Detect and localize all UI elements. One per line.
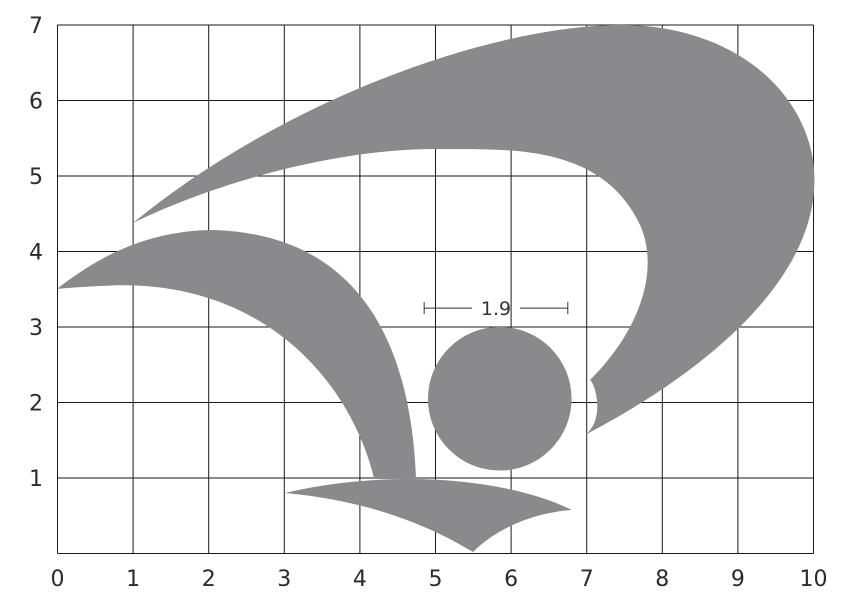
axis-labels: 0 1 2 3 4 5 6 7 8 9 10 1 2 3 4 5 6 7 xyxy=(29,14,828,592)
x-tick-label: 9 xyxy=(731,567,745,592)
y-tick-label: 1 xyxy=(29,467,43,492)
x-tick-label: 10 xyxy=(800,567,828,592)
x-tick-label: 2 xyxy=(202,567,216,592)
left-swoosh-shape xyxy=(57,230,416,478)
bottom-wedge-shape xyxy=(285,478,572,552)
center-circle-shape xyxy=(427,326,572,471)
x-tick-label: 0 xyxy=(51,567,65,592)
y-tick-label: 7 xyxy=(29,14,43,39)
y-tick-label: 5 xyxy=(29,165,43,190)
y-tick-label: 4 xyxy=(29,241,43,266)
y-tick-label: 6 xyxy=(29,90,43,115)
x-tick-label: 3 xyxy=(277,567,291,592)
dimension-marker: 1.9 xyxy=(423,298,569,320)
x-tick-label: 7 xyxy=(580,567,594,592)
dimension-label: 1.9 xyxy=(481,298,511,320)
x-tick-label: 4 xyxy=(353,567,367,592)
y-tick-label: 2 xyxy=(29,392,43,417)
y-tick-label: 3 xyxy=(29,316,43,341)
x-tick-label: 8 xyxy=(655,567,669,592)
upper-swoosh-shape xyxy=(133,24,815,435)
x-tick-label: 1 xyxy=(126,567,140,592)
x-tick-label: 5 xyxy=(429,567,443,592)
shapes-layer xyxy=(57,24,815,552)
x-tick-label: 6 xyxy=(504,567,518,592)
